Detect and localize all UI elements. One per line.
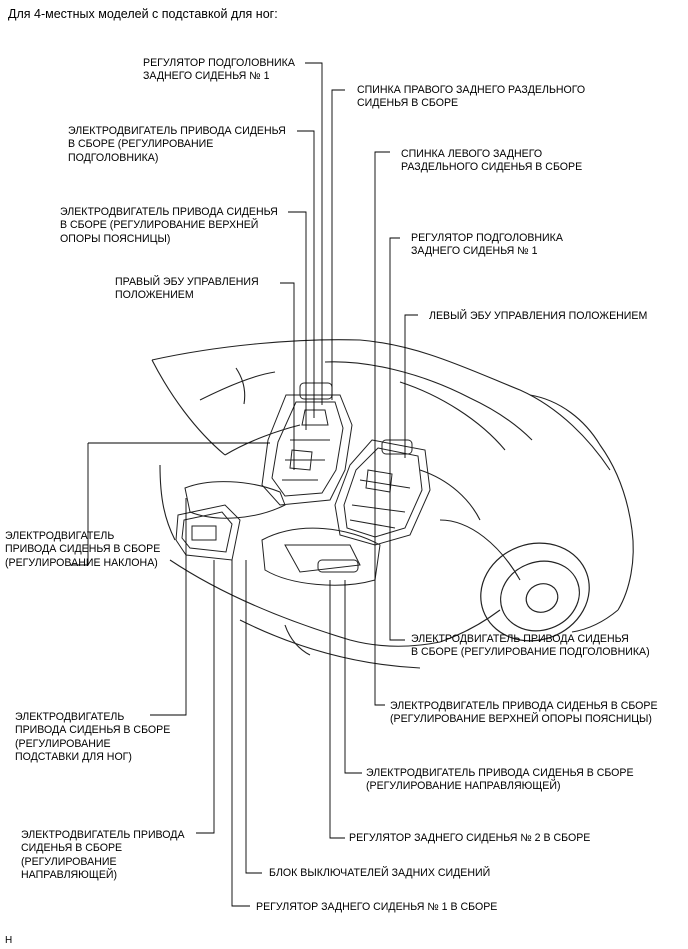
right-seatback-frame — [261, 382, 353, 506]
label-motor-headrest: ЭЛЕКТРОДВИГАТЕЛЬ ПРИВОДА СИДЕНЬЯ В СБОРЕ… — [68, 125, 286, 164]
label-motor-upper-lumbar-bottom: ЭЛЕКТРОДВИГАТЕЛЬ ПРИВОДА СИДЕНЬЯ В СБОРЕ… — [390, 700, 658, 726]
label-rear-seat-regulator-1: РЕГУЛЯТОР ЗАДНЕГО СИДЕНЬЯ № 1 В СБОРЕ — [256, 901, 498, 913]
label-rear-seat-regulator-2: РЕГУЛЯТОР ЗАДНЕГО СИДЕНЬЯ № 2 В СБОРЕ — [349, 832, 591, 844]
figure-code: H — [5, 935, 13, 946]
leader-lines — [70, 62, 418, 907]
label-left-seatback: СПИНКА ЛЕВОГО ЗАДНЕГО РАЗДЕЛЬНОГО СИДЕНЬ… — [401, 148, 583, 174]
right-seat-cushion — [175, 481, 286, 561]
label-motor-headrest-bottom: ЭЛЕКТРОДВИГАТЕЛЬ ПРИВОДА СИДЕНЬЯ В СБОРЕ… — [411, 633, 650, 659]
label-motor-slide-right: ЭЛЕКТРОДВИГАТЕЛЬ ПРИВОДА СИДЕНЬЯ В СБОРЕ… — [366, 767, 634, 793]
car-body-outline — [151, 339, 634, 669]
label-rear-seat-switch-block: БЛОК ВЫКЛЮЧАТЕЛЕЙ ЗАДНИХ СИДЕНИЙ — [269, 867, 491, 879]
label-rear-headrest-regulator-1-right: РЕГУЛЯТОР ПОДГОЛОВНИКА ЗАДНЕГО СИДЕНЬЯ №… — [411, 232, 563, 258]
diagram-title: Для 4-местных моделей с подставкой для н… — [8, 7, 278, 21]
label-motor-ottoman: ЭЛЕКТРОДВИГАТЕЛЬ ПРИВОДА СИДЕНЬЯ В СБОРЕ… — [15, 711, 171, 764]
rear-wheel — [480, 542, 590, 642]
left-seatback-frame — [334, 439, 431, 546]
label-right-seatback: СПИНКА ПРАВОГО ЗАДНЕГО РАЗДЕЛЬНОГО СИДЕН… — [357, 84, 586, 110]
left-seat-cushion — [261, 527, 381, 586]
label-motor-recline: ЭЛЕКТРОДВИГАТЕЛЬ ПРИВОДА СИДЕНЬЯ В СБОРЕ… — [5, 530, 161, 569]
label-left-position-ecu: ЛЕВЫЙ ЭБУ УПРАВЛЕНИЯ ПОЛОЖЕНИЕМ — [429, 310, 648, 322]
label-motor-slide-left: ЭЛЕКТРОДВИГАТЕЛЬ ПРИВОДА СИДЕНЬЯ В СБОРЕ… — [21, 829, 185, 882]
label-right-position-ecu: ПРАВЫЙ ЭБУ УПРАВЛЕНИЯ ПОЛОЖЕНИЕМ — [115, 276, 259, 302]
label-rear-headrest-regulator-1: РЕГУЛЯТОР ПОДГОЛОВНИКА ЗАДНЕГО СИДЕНЬЯ №… — [143, 57, 295, 83]
label-motor-upper-lumbar: ЭЛЕКТРОДВИГАТЕЛЬ ПРИВОДА СИДЕНЬЯ В СБОРЕ… — [60, 206, 278, 245]
